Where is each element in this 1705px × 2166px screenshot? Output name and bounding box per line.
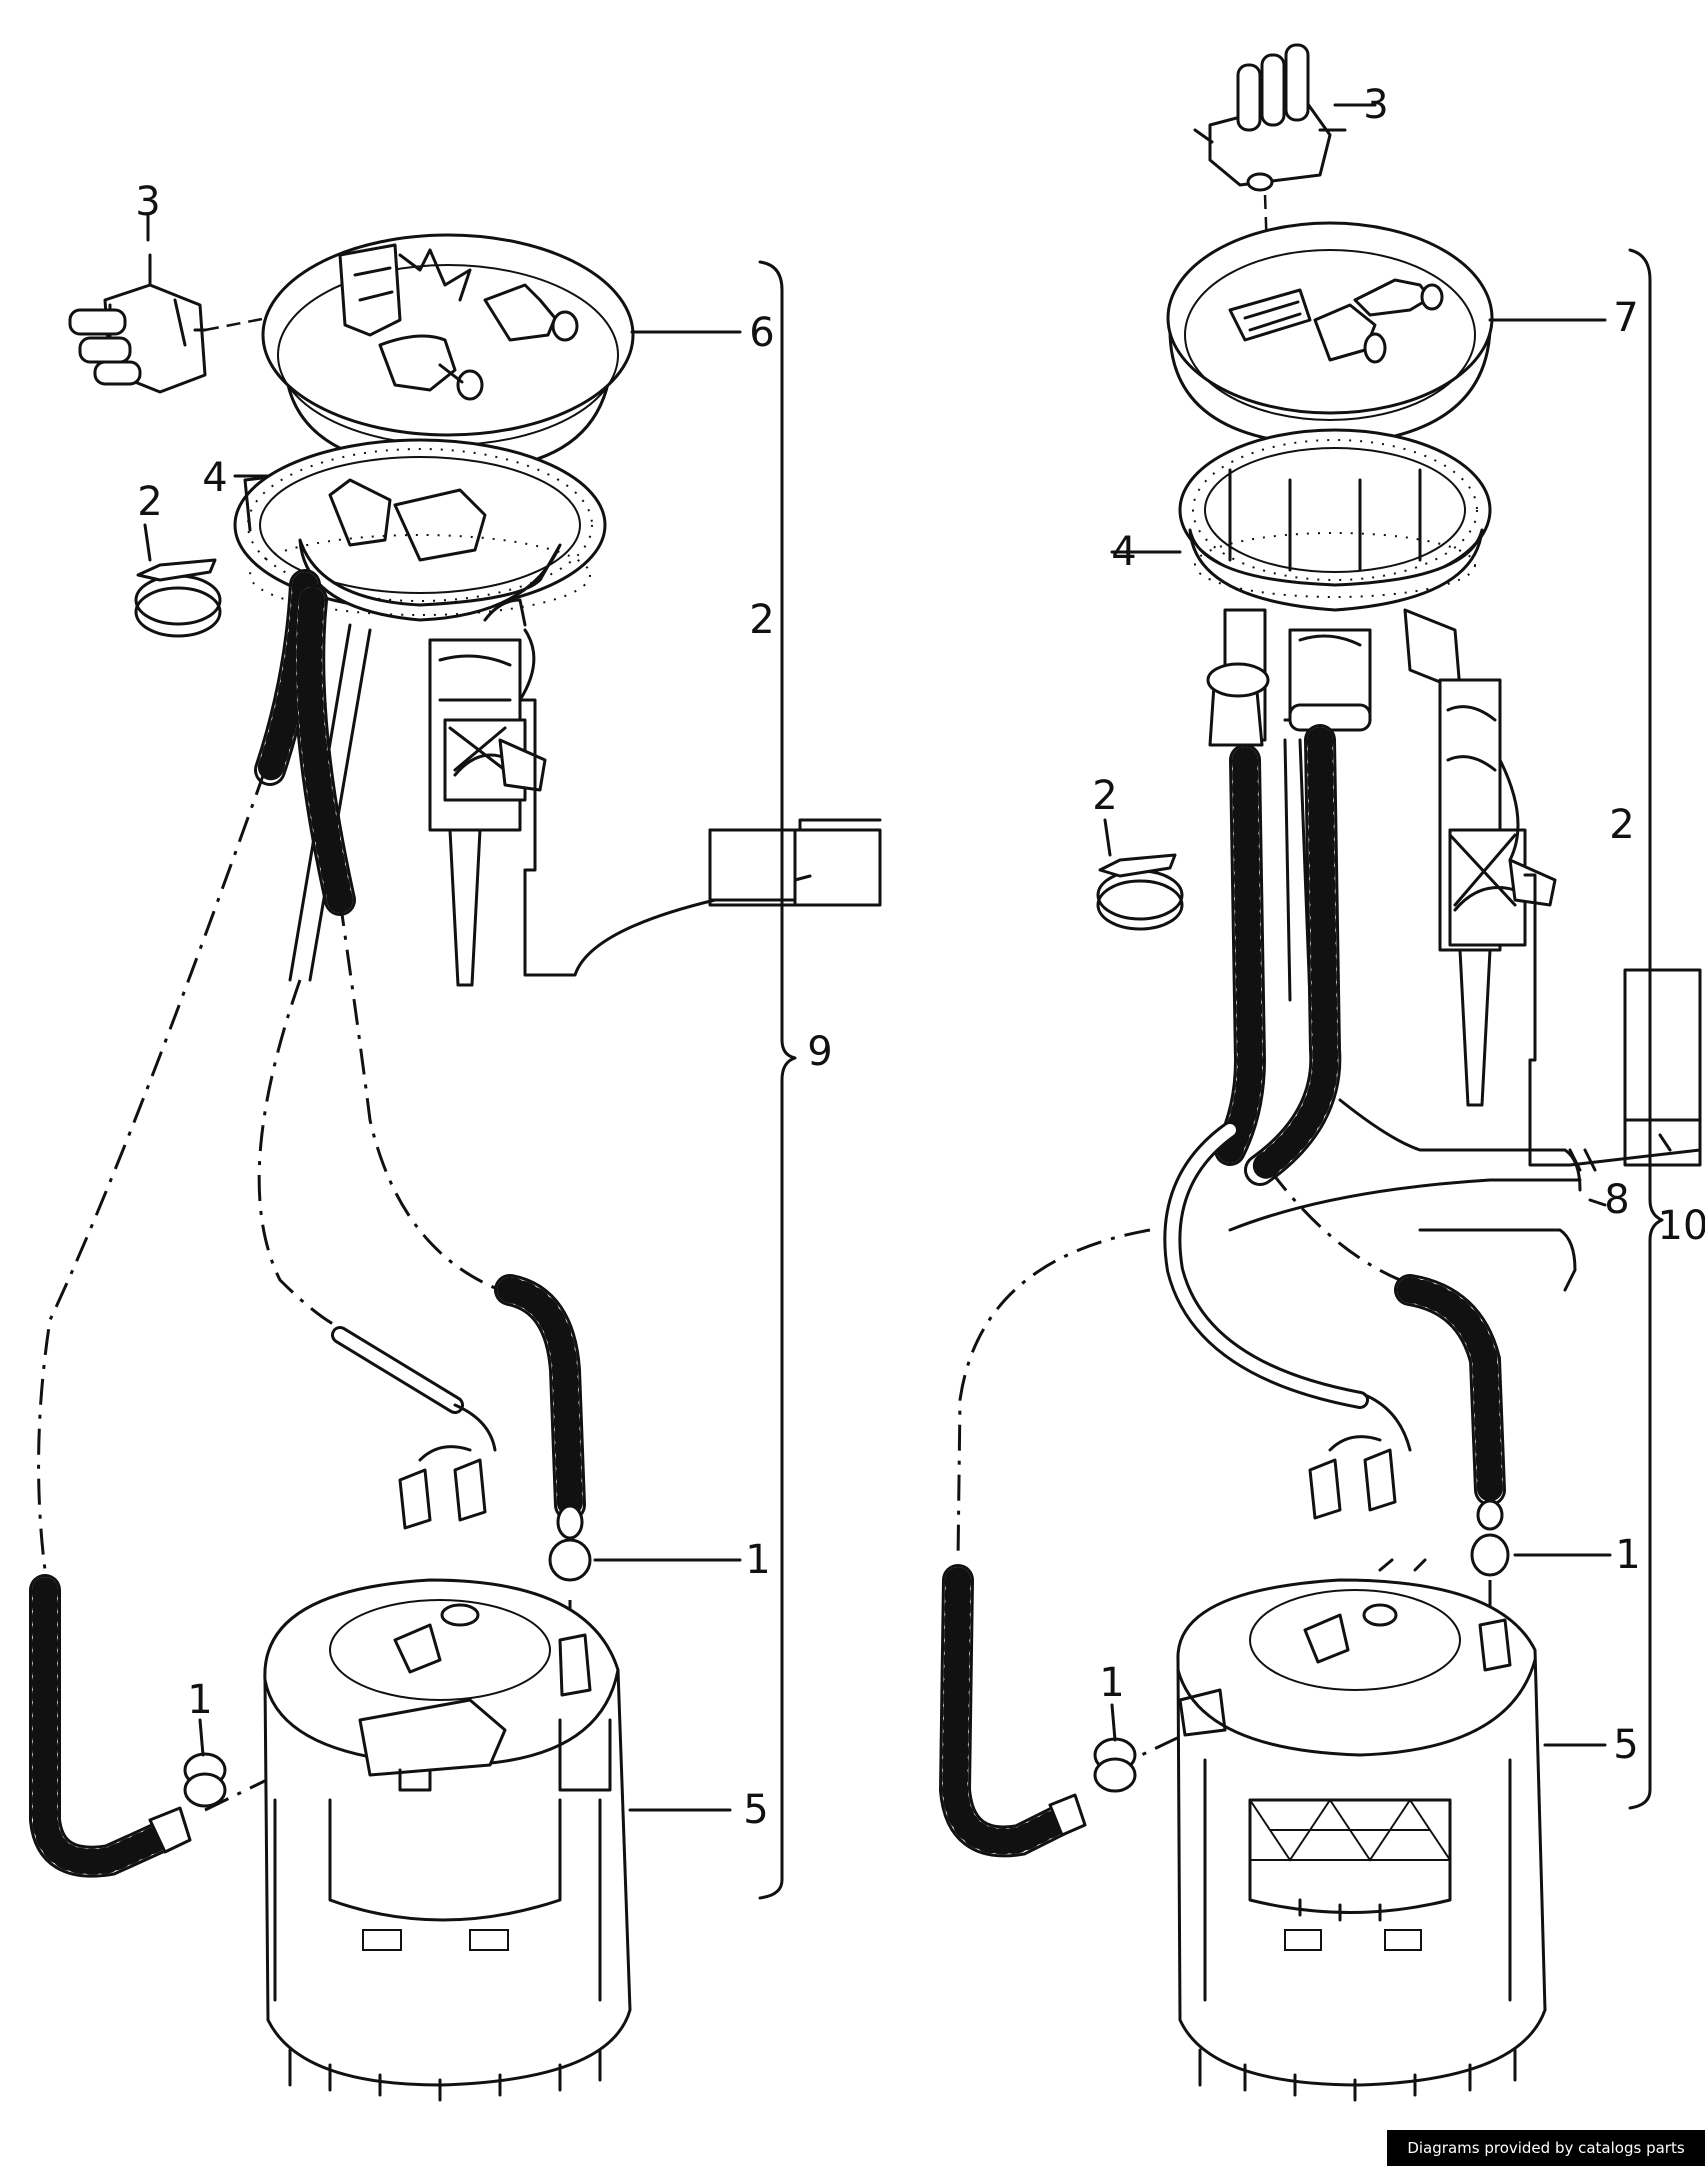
left-union-left-1: [183, 1718, 227, 1808]
right-seal-4: [1110, 428, 1492, 612]
left-sender-unit: [428, 598, 797, 987]
right-hose-set-8-leaders: [1228, 1098, 1607, 1292]
left-connector-3: [68, 213, 336, 394]
right-callout-sender-unit-2: 2: [1609, 802, 1635, 848]
left-bracket-detail: [708, 818, 882, 907]
right-reservoir-5: [1176, 1558, 1607, 2102]
right-connector-3: [1193, 43, 1377, 281]
left-reservoir-5: [263, 1578, 732, 2102]
left-clip-2: [134, 523, 222, 638]
right-assembly: [938, 43, 1702, 2102]
right-clip-2: [1096, 818, 1184, 931]
left-callout-flange-6: 6: [749, 310, 775, 356]
left-assembly: [29, 213, 882, 2102]
right-union-left-1: [1093, 1703, 1137, 1793]
right-callout-assembly-10: 10: [1657, 1203, 1705, 1249]
right-hoses: [938, 662, 1506, 1858]
right-union-right-1: [1470, 1499, 1612, 1577]
right-callout-reservoir-5: 5: [1613, 1722, 1639, 1768]
right-callout-clip-2: 2: [1092, 773, 1118, 819]
right-callout-connector-3: 3: [1363, 82, 1389, 128]
left-callout-clip-2: 2: [137, 479, 163, 525]
right-callout-hose-set-8: 8: [1604, 1177, 1630, 1223]
left-upper-body: [249, 478, 591, 622]
left-callout-connector-3: 3: [135, 179, 161, 225]
right-group-bracket: [1628, 248, 1664, 1810]
left-tube-terminals: [331, 1326, 497, 1530]
right-flange-7: [1166, 221, 1607, 447]
left-callout-sender-unit-2: 2: [749, 597, 775, 643]
left-flange-6: [261, 233, 742, 472]
left-callout-reservoir-5: 5: [743, 1787, 769, 1833]
right-callout-seal-4: 4: [1111, 529, 1137, 575]
right-callout-union-left-1: 1: [1099, 1660, 1125, 1706]
left-hoses: [29, 569, 586, 1878]
left-group-bracket: [758, 260, 797, 1900]
left-callout-seal-4: 4: [202, 455, 228, 501]
left-callout-assembly-9: 9: [807, 1029, 833, 1075]
diagram-credit-watermark: Diagrams provided by catalogs parts: [1387, 2130, 1705, 2166]
right-callout-union-right-1: 1: [1615, 1532, 1641, 1578]
right-callout-flange-7: 7: [1613, 295, 1639, 341]
right-sender-unit: [1438, 678, 1702, 1172]
left-union-right-1: [548, 1504, 742, 1582]
left-callout-union-right-1: 1: [745, 1537, 771, 1583]
left-callout-union-left-1: 1: [187, 1677, 213, 1723]
right-tube-terminals: [1308, 1393, 1412, 1520]
